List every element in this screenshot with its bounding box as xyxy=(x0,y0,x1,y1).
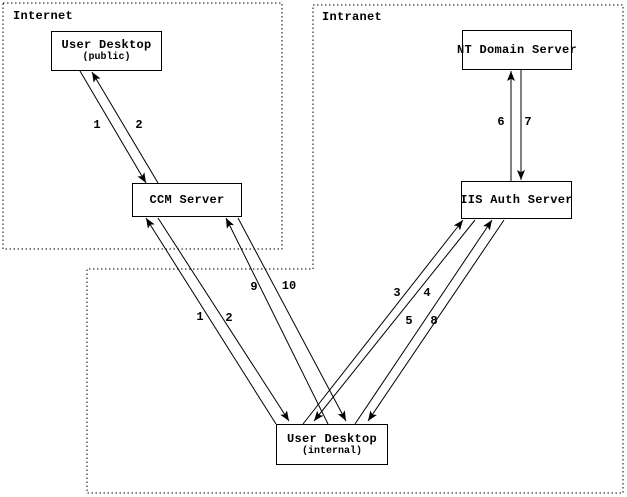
edge-label-5-user-desktop-internal-to-iis-auth-server: 5 xyxy=(405,314,413,328)
edge-1-user-desktop-internal-to-ccm-server xyxy=(145,217,277,425)
edge-8-iis-auth-server-to-user-desktop-internal xyxy=(367,219,505,422)
user-desktop-internal-subtitle: (internal) xyxy=(301,445,362,457)
edge-label-1-user-desktop-internal-to-ccm-server: 1 xyxy=(196,310,204,324)
edge-2-ccm-server-to-user-desktop-public xyxy=(91,71,159,184)
edge-label-2-ccm-server-to-user-desktop-public: 2 xyxy=(135,118,143,132)
intranet-region-outline xyxy=(86,4,624,494)
internet-region-outline xyxy=(2,2,283,250)
edge-9-user-desktop-internal-to-ccm-server xyxy=(225,217,329,425)
edge-2-ccm-server-to-user-desktop-internal xyxy=(157,217,290,422)
iis-auth-server-title: IIS Auth Server xyxy=(460,192,573,207)
edge-label-10-ccm-server-to-user-desktop-internal: 10 xyxy=(281,279,297,293)
edge-3-user-desktop-internal-to-iis-auth-server xyxy=(302,219,464,425)
edge-label-4-iis-auth-server-to-user-desktop-internal: 4 xyxy=(423,286,431,300)
edge-4-iis-auth-server-to-user-desktop-internal xyxy=(313,219,476,422)
edge-1-user-desktop-public-to-ccm-server xyxy=(79,70,147,184)
edge-label-2-ccm-server-to-user-desktop-internal: 2 xyxy=(225,311,233,325)
edge-label-9-user-desktop-internal-to-ccm-server: 9 xyxy=(250,280,258,294)
edge-label-6-iis-auth-server-to-nt-domain-server: 6 xyxy=(497,115,505,129)
iis-auth-server-node: IIS Auth Server xyxy=(460,181,573,219)
edge-10-ccm-server-to-user-desktop-internal xyxy=(237,217,347,422)
edge-label-7-nt-domain-server-to-iis-auth-server: 7 xyxy=(524,115,532,129)
user-desktop-internal-node: User Desktop(internal) xyxy=(276,424,388,465)
edge-5-user-desktop-internal-to-iis-auth-server xyxy=(354,219,493,425)
user-desktop-public-subtitle: (public) xyxy=(82,52,131,63)
nt-domain-server-node: NT Domain Server xyxy=(457,30,577,70)
internet-region-label: Internet xyxy=(13,9,74,23)
ccm-server-node: CCM Server xyxy=(132,183,242,217)
nt-domain-server-title: NT Domain Server xyxy=(456,42,578,57)
intranet-region-label: Intranet xyxy=(322,10,383,24)
ccm-server-title: CCM Server xyxy=(149,192,225,207)
user-desktop-internal-title: User Desktop xyxy=(286,431,377,446)
edge-label-3-user-desktop-internal-to-iis-auth-server: 3 xyxy=(393,286,401,300)
edge-label-8-iis-auth-server-to-user-desktop-internal: 8 xyxy=(430,314,438,328)
user-desktop-public-title: User Desktop xyxy=(61,38,152,52)
edge-label-1-user-desktop-public-to-ccm-server: 1 xyxy=(93,118,101,132)
user-desktop-public-node: User Desktop(public) xyxy=(51,31,162,71)
